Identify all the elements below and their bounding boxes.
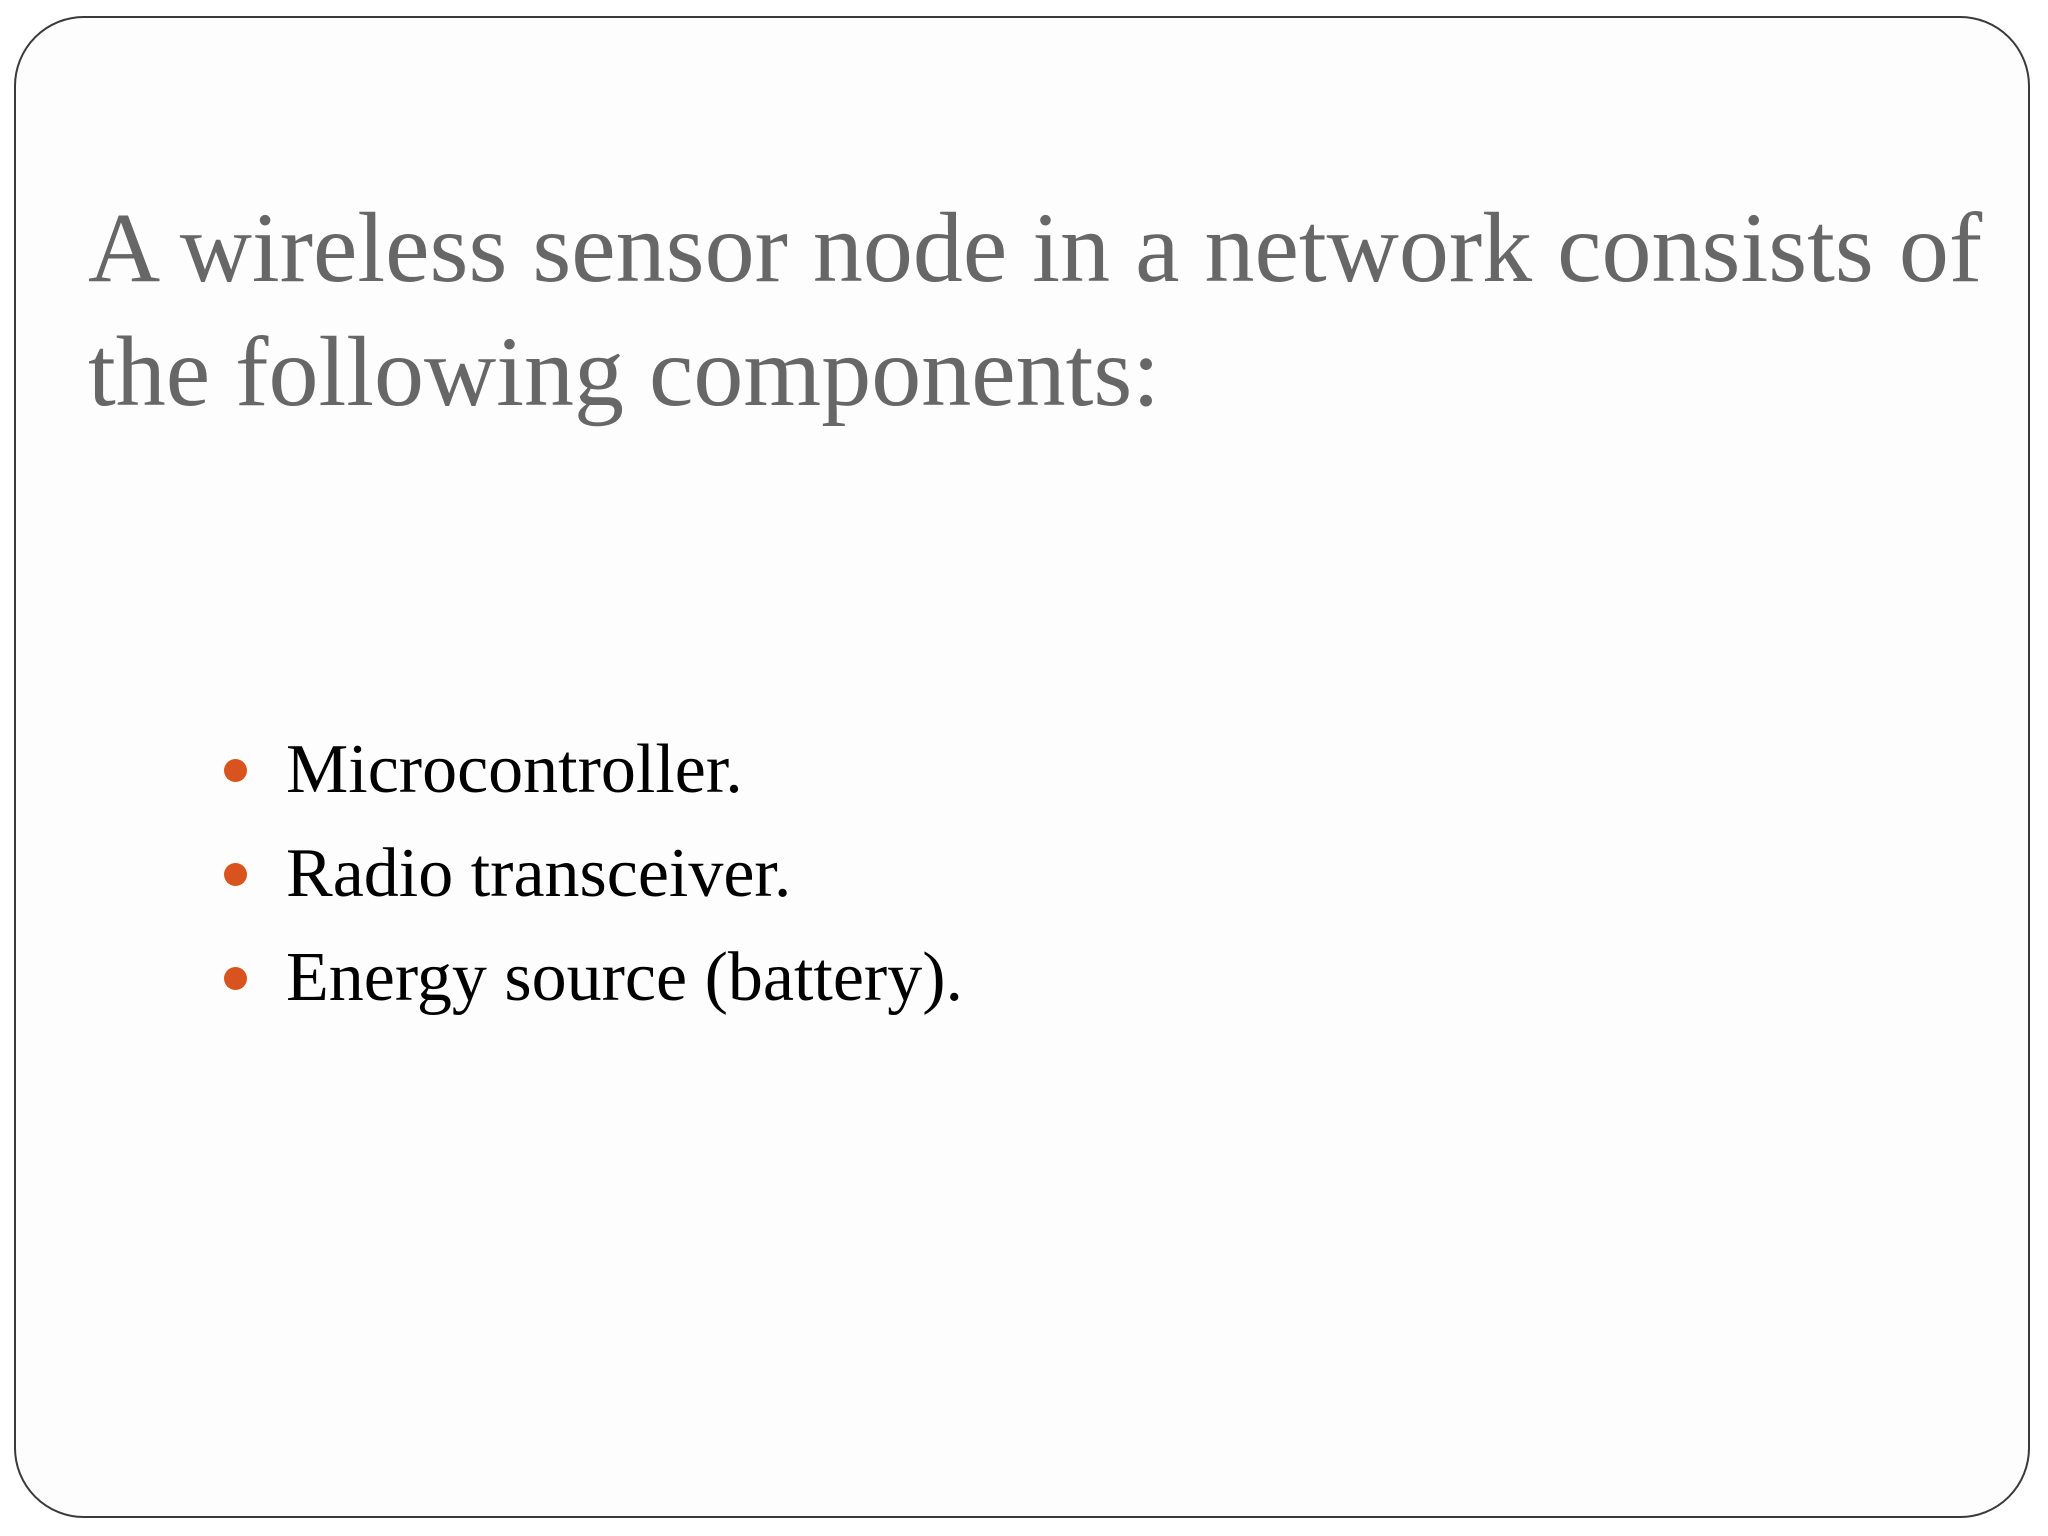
bullet-dot-icon — [224, 862, 247, 886]
bullet-text: Energy source (battery). — [286, 939, 964, 1016]
bullet-dot-icon — [224, 758, 247, 782]
slide-frame: A wireless sensor node in a network cons… — [14, 16, 2030, 1518]
bullet-list: Microcontroller. Radio transceiver. Ener… — [224, 718, 963, 1030]
slide-title: A wireless sensor node in a network cons… — [88, 192, 1983, 427]
bullet-text: Microcontroller. — [286, 731, 743, 808]
bullet-text: Radio transceiver. — [286, 835, 792, 912]
list-item: Microcontroller. — [224, 718, 963, 822]
list-item: Radio transceiver. — [224, 822, 963, 926]
list-item: Energy source (battery). — [224, 926, 963, 1030]
bullet-dot-icon — [224, 966, 247, 990]
